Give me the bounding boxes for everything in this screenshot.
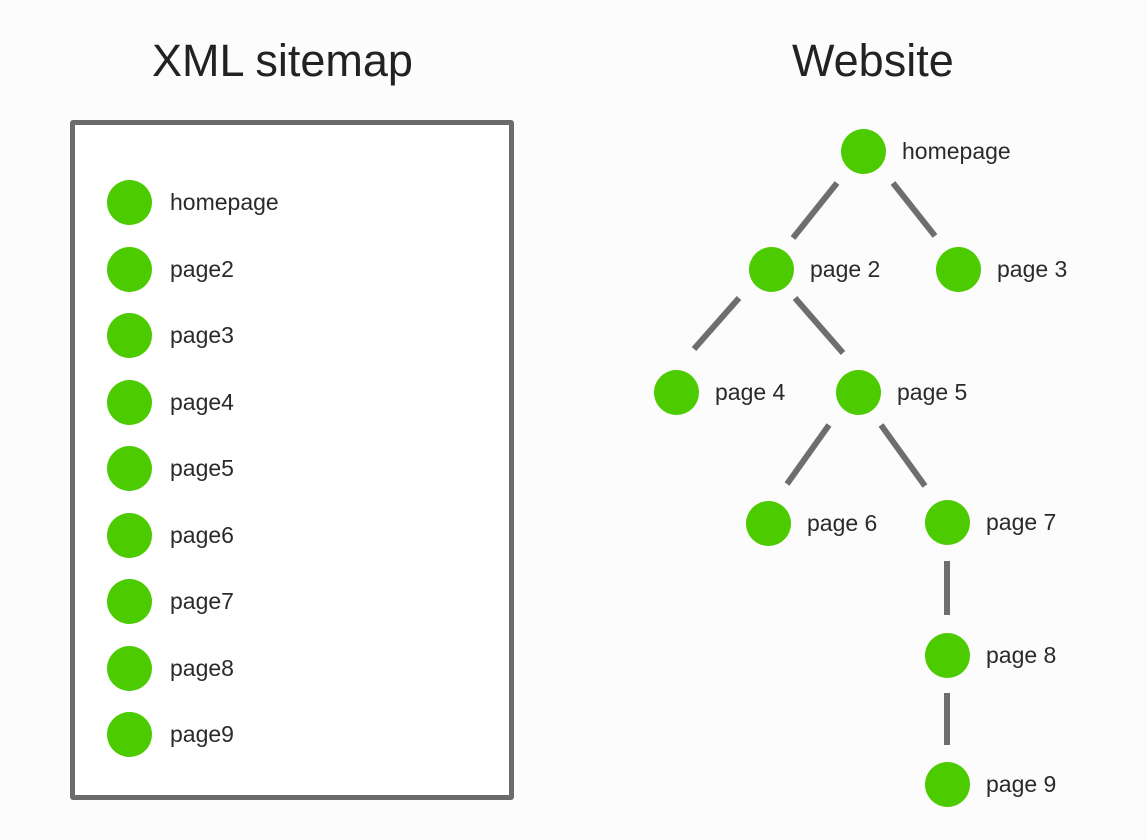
- page-dot-icon: [936, 246, 981, 292]
- sitemap-item-label: page8: [170, 654, 234, 681]
- connector-page5-page6: [784, 423, 832, 486]
- tree-node-page9: page 9: [925, 761, 1056, 807]
- sitemap-title: XML sitemap: [152, 35, 413, 86]
- page-dot-icon: [746, 500, 791, 546]
- page-dot-icon: [925, 632, 970, 678]
- connector-homepage-page2: [790, 181, 840, 240]
- sitemap-item-page3: page3: [107, 312, 234, 358]
- sitemap-item-page5: page5: [107, 445, 234, 491]
- tree-node-page3: page 3: [936, 246, 1067, 292]
- tree-node-label: page 9: [986, 770, 1057, 797]
- sitemap-item-label: page7: [170, 587, 234, 614]
- sitemap-item-label: homepage: [170, 188, 279, 215]
- sitemap-item-page2: page2: [107, 246, 234, 292]
- connector-homepage-page3: [890, 181, 938, 238]
- page-dot-icon: [841, 128, 886, 174]
- website-title: Website: [792, 35, 954, 86]
- sitemap-item-label: page5: [170, 454, 234, 481]
- page-dot-icon: [925, 499, 970, 545]
- page-dot-icon: [107, 246, 152, 292]
- page-dot-icon: [107, 179, 152, 225]
- sitemap-item-page6: page6: [107, 512, 234, 558]
- connector-page5-page7: [878, 423, 928, 488]
- page-dot-icon: [107, 379, 152, 425]
- tree-node-page2: page 2: [749, 246, 880, 292]
- sitemap-item-page7: page7: [107, 578, 234, 624]
- tree-node-page4: page 4: [654, 369, 785, 415]
- tree-node-label: page 8: [986, 641, 1057, 668]
- sitemap-item-label: page6: [170, 521, 234, 548]
- page-dot-icon: [107, 312, 152, 358]
- sitemap-item-homepage: homepage: [107, 179, 279, 225]
- page-dot-icon: [749, 246, 794, 292]
- sitemap-panel: homepage page2 page3 page4 page5 page6 p…: [70, 120, 514, 800]
- page-dot-icon: [836, 369, 881, 415]
- sitemap-item-page9: page9: [107, 711, 234, 757]
- page-dot-icon: [925, 761, 970, 807]
- sitemap-item-label: page9: [170, 720, 234, 747]
- page-dot-icon: [107, 445, 152, 491]
- sitemap-item-label: page3: [170, 321, 234, 348]
- page-dot-icon: [107, 578, 152, 624]
- tree-node-label: page 2: [810, 255, 881, 282]
- sitemap-item-page4: page4: [107, 379, 234, 425]
- tree-node-label: page 5: [897, 378, 968, 405]
- sitemap-item-label: page2: [170, 255, 234, 282]
- page-dot-icon: [107, 711, 152, 757]
- tree-node-page7: page 7: [925, 499, 1056, 545]
- sitemap-item-page8: page8: [107, 645, 234, 691]
- sitemap-item-label: page4: [170, 388, 234, 415]
- page-dot-icon: [654, 369, 699, 415]
- tree-node-page6: page 6: [746, 500, 877, 546]
- connector-page2-page5: [792, 296, 846, 355]
- tree-node-label: homepage: [902, 137, 1011, 164]
- tree-node-page5: page 5: [836, 369, 967, 415]
- page-dot-icon: [107, 512, 152, 558]
- tree-node-label: page 4: [715, 378, 786, 405]
- connector-page2-page4: [691, 296, 742, 351]
- tree-node-label: page 3: [997, 255, 1068, 282]
- tree-node-homepage: homepage: [841, 128, 1011, 174]
- tree-node-label: page 7: [986, 508, 1057, 535]
- tree-node-label: page 6: [807, 509, 878, 536]
- tree-node-page8: page 8: [925, 632, 1056, 678]
- page-dot-icon: [107, 645, 152, 691]
